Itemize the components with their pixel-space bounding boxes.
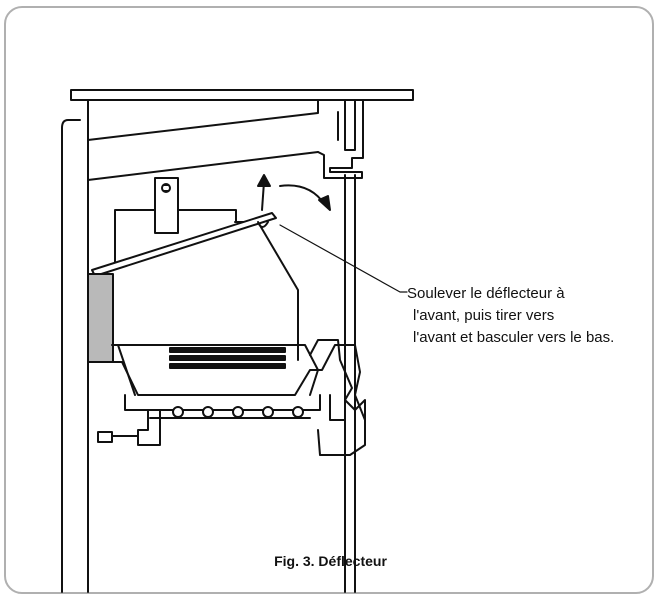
upper-baffle bbox=[87, 99, 319, 141]
callout-line-2: l'avant, puis tirer vers bbox=[413, 307, 555, 324]
callout-line-1: Soulever le déflecteur à bbox=[407, 285, 565, 302]
callout-text: Soulever le déflecteur à l'avant, puis t… bbox=[407, 283, 614, 349]
tilt-arrow bbox=[279, 184, 326, 206]
latch bbox=[154, 177, 179, 234]
top-plate bbox=[70, 89, 414, 101]
callout-leader bbox=[279, 224, 408, 293]
rear-plate bbox=[114, 209, 237, 263]
lower-baffle bbox=[87, 151, 319, 181]
figure-frame bbox=[4, 6, 654, 594]
callout-line-3: l'avant et basculer vers le bas. bbox=[413, 329, 615, 346]
left-foot bbox=[137, 409, 161, 446]
outer-left-wall bbox=[61, 119, 81, 593]
deflector bbox=[91, 212, 277, 277]
insulation-panel bbox=[87, 273, 114, 363]
right-foot bbox=[309, 339, 366, 456]
bracket-hook bbox=[317, 99, 364, 179]
figure-caption: Fig. 3. Déflecteur bbox=[274, 553, 387, 569]
firebox-outline bbox=[234, 221, 299, 361]
